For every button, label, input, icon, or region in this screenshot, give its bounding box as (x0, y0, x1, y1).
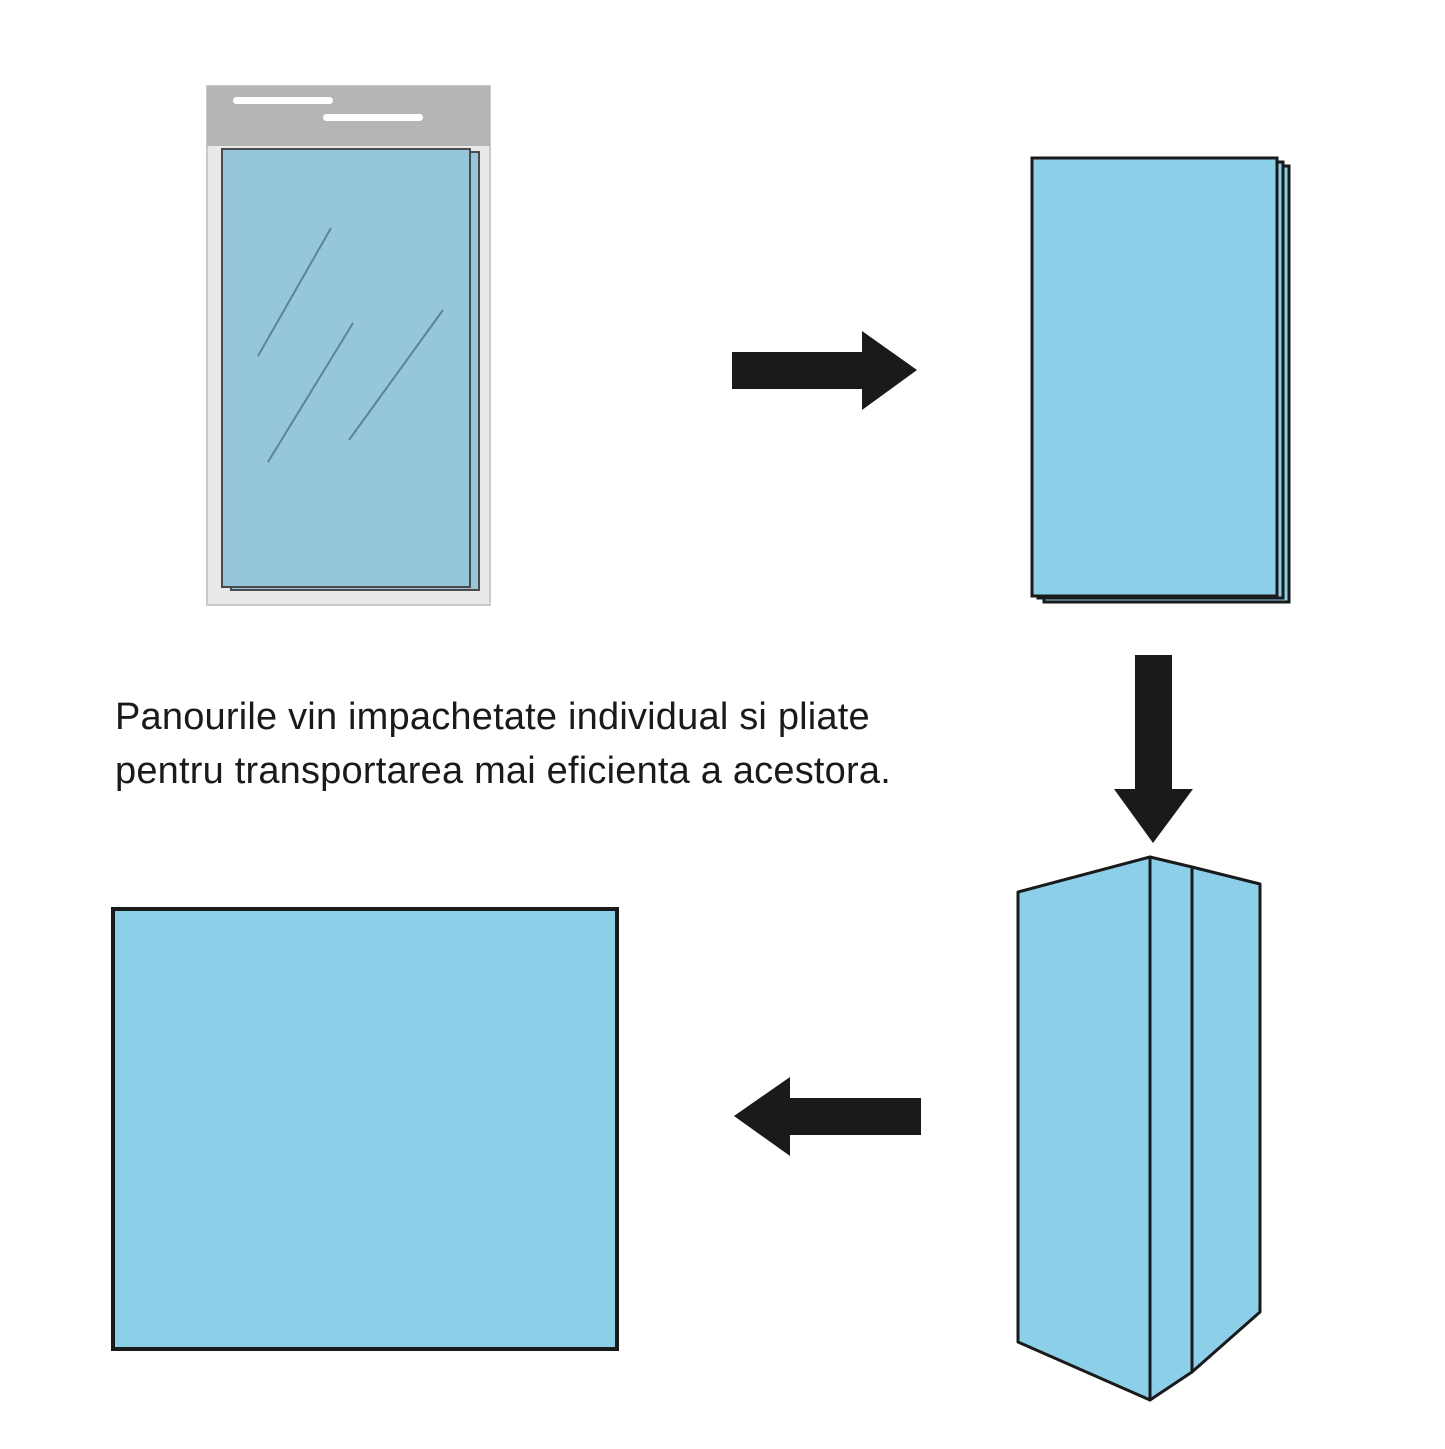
arrow-right-head (862, 331, 917, 410)
caption: Panourile vin impachetate individual si … (115, 690, 1095, 798)
packaged-panel (206, 85, 491, 606)
bag-label-line-2 (323, 114, 423, 121)
arrow-down-icon (1114, 655, 1193, 843)
unfolded-panel-sheet (111, 907, 619, 1351)
packaged-panel-front-page (221, 148, 471, 588)
arrow-down-head (1114, 789, 1193, 843)
unfolding-panel (1016, 855, 1262, 1402)
bag-label-line-1 (233, 97, 333, 104)
arrow-left-shaft (790, 1098, 921, 1135)
unfolded-panel (111, 907, 619, 1351)
arrow-right-shaft (732, 352, 863, 389)
unfolding-panel-left-fold (1016, 855, 1152, 1402)
arrow-right-icon (732, 331, 917, 410)
shine-line-3 (348, 309, 444, 441)
shine-line-1 (257, 227, 332, 357)
arrow-left-head (734, 1077, 790, 1156)
caption-line-1: Panourile vin impachetate individual si … (115, 696, 870, 738)
folded-panel (1030, 156, 1291, 604)
caption-line-2: pentru transportarea mai eficienta a ace… (115, 750, 891, 792)
arrow-down-shaft (1135, 655, 1172, 789)
unfolding-panel-right-fold (1190, 865, 1262, 1374)
unfolding-panel-middle-fold (1148, 855, 1194, 1402)
shine-line-2 (267, 322, 354, 463)
folded-panel-front-sheet (1030, 156, 1279, 598)
arrow-left-icon (734, 1077, 921, 1156)
